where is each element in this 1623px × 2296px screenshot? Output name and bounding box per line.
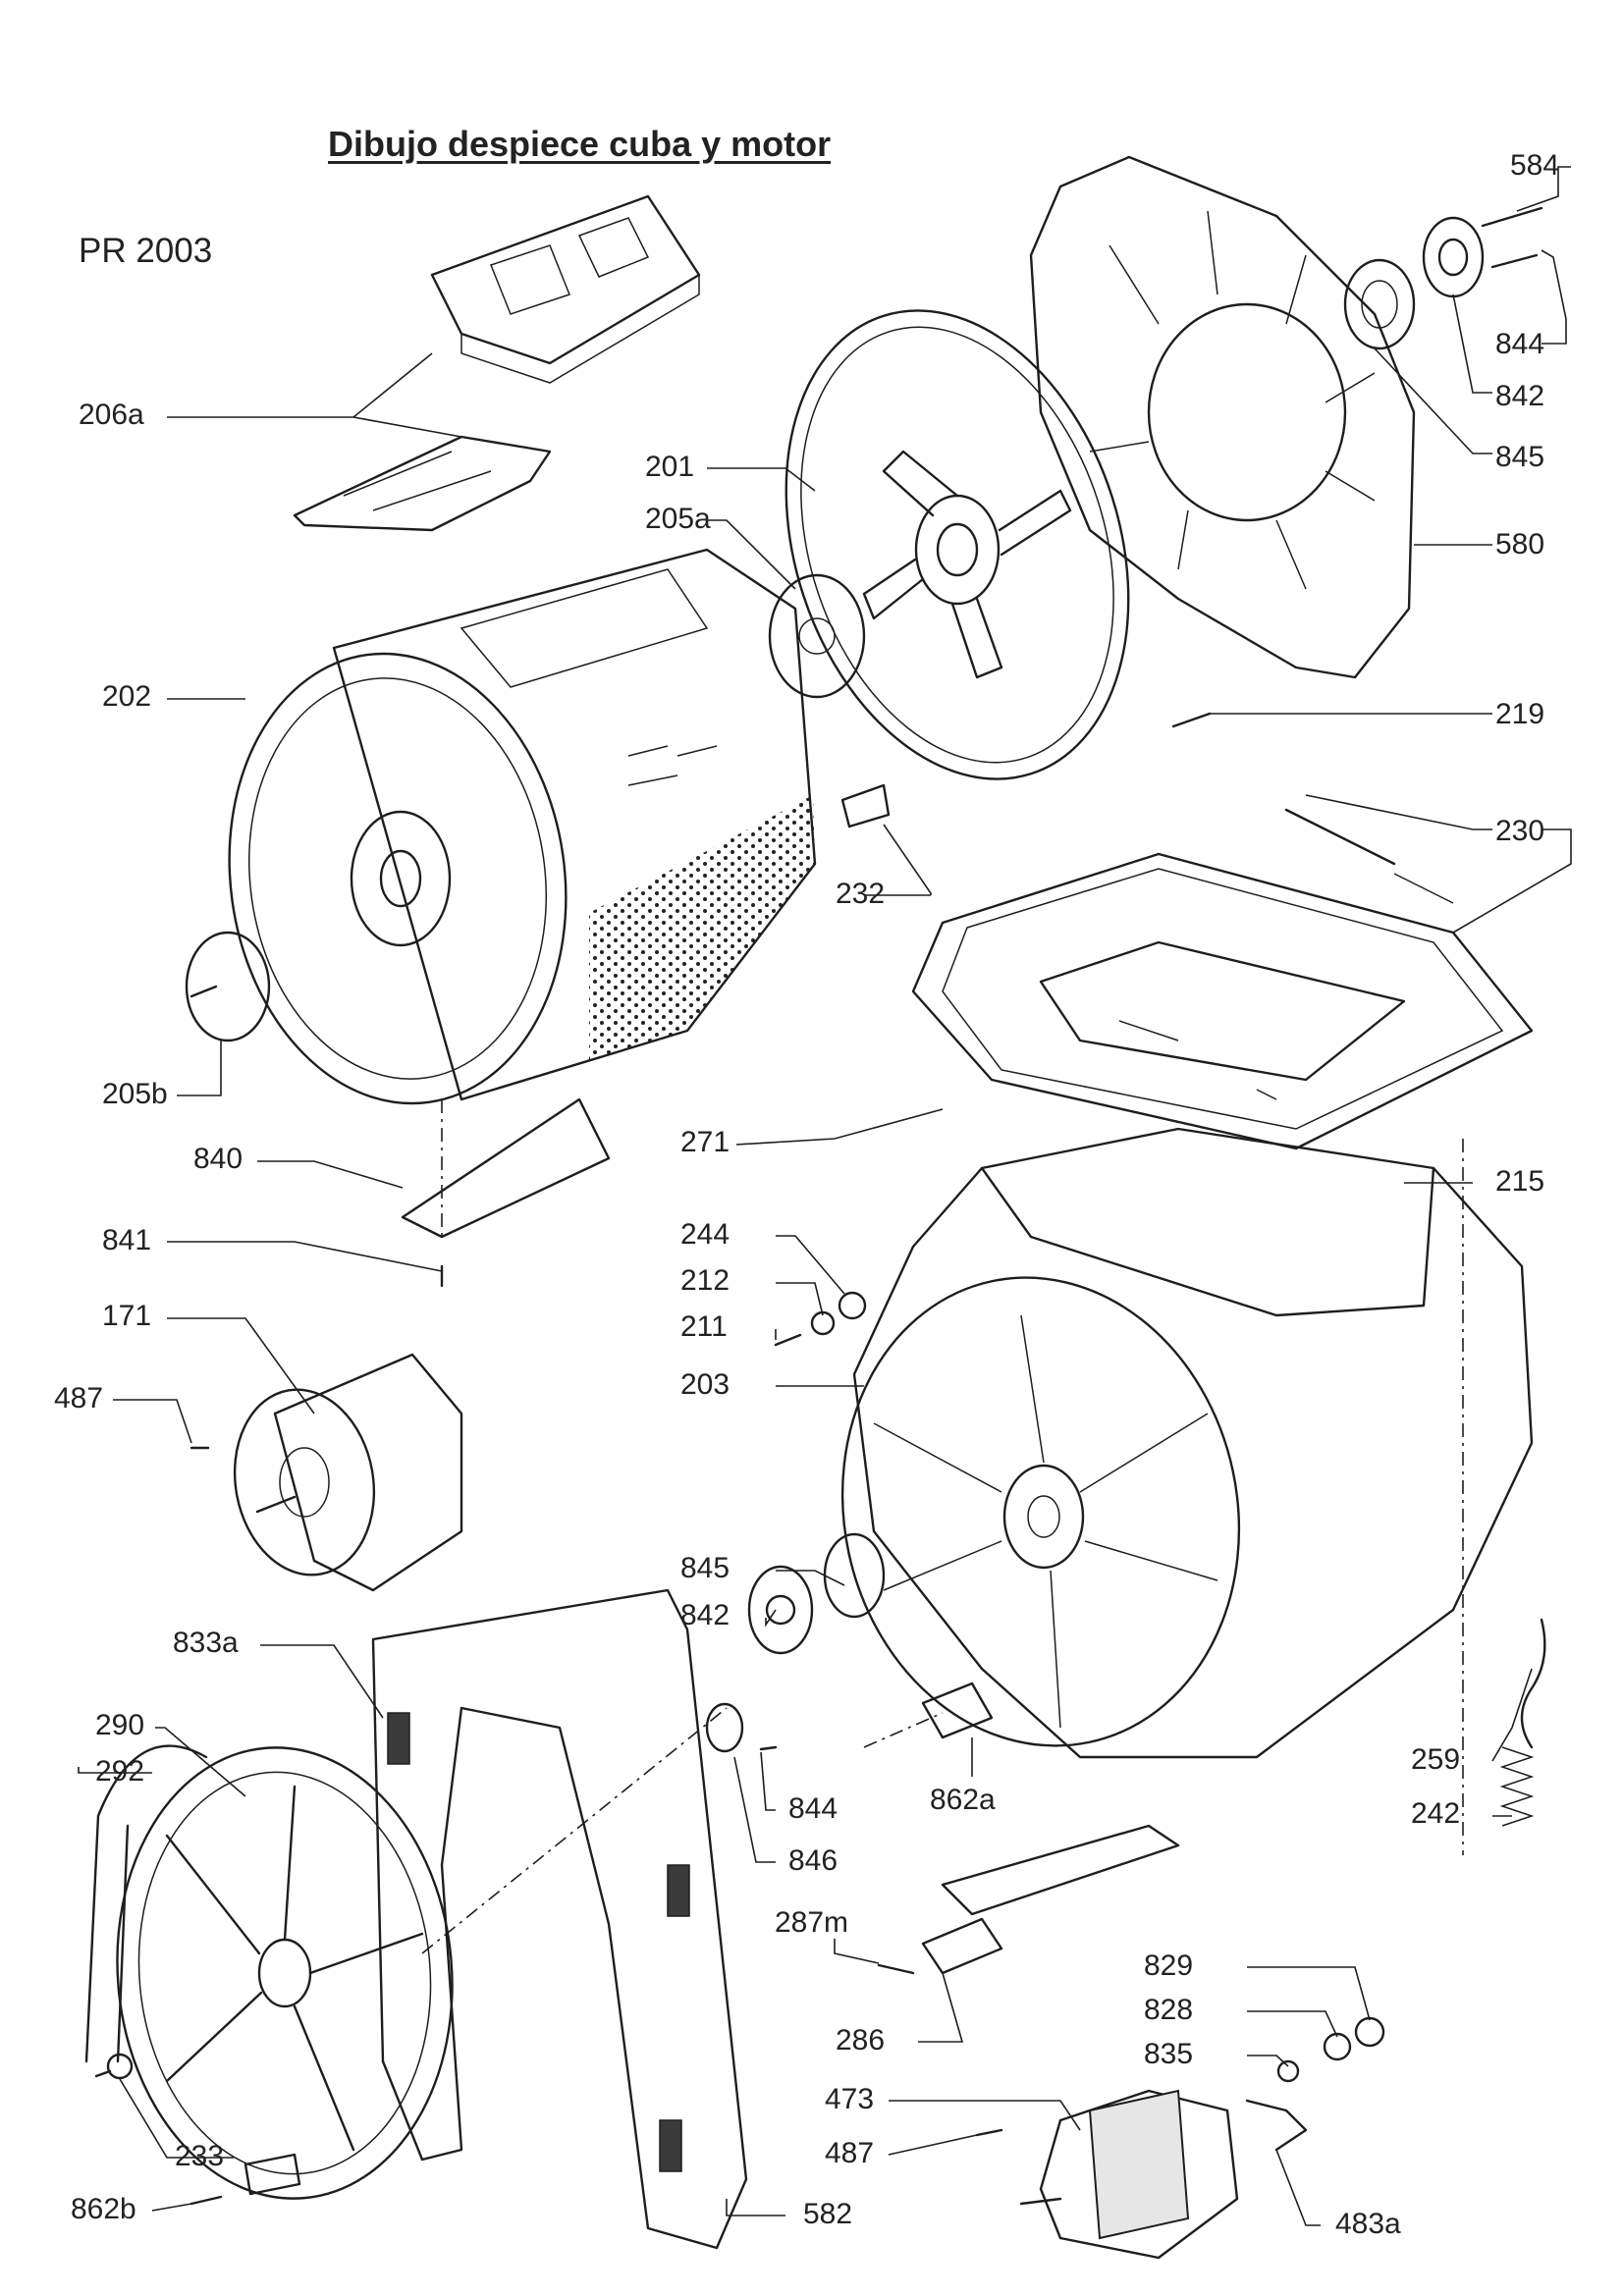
label-842-lower: 842 [680, 1599, 730, 1631]
label-287m: 287m [775, 1906, 849, 1939]
part-862a [921, 1682, 994, 1739]
label-206a: 206a [79, 399, 144, 431]
label-473: 473 [825, 2083, 875, 2115]
spring-259-242 [1499, 1618, 1546, 1827]
label-205b: 205b [102, 1078, 168, 1110]
label-219: 219 [1495, 698, 1545, 730]
label-292: 292 [95, 1755, 145, 1788]
bearing-set-lower [705, 1532, 886, 1753]
label-290: 290 [95, 1709, 145, 1741]
label-833a: 833a [173, 1627, 239, 1659]
label-242: 242 [1411, 1797, 1461, 1830]
screw-219 [1171, 712, 1212, 728]
label-201: 201 [645, 451, 695, 483]
label-835: 835 [1144, 2038, 1194, 2070]
flange-205a [768, 573, 866, 699]
label-845: 845 [1495, 441, 1545, 473]
label-244: 244 [680, 1218, 730, 1251]
label-842: 842 [1495, 380, 1545, 412]
label-844-lower: 844 [788, 1792, 839, 1825]
label-230: 230 [1495, 815, 1545, 847]
motor-171 [189, 1353, 463, 1592]
drum-back-201 [784, 309, 1130, 780]
label-582: 582 [803, 2198, 853, 2230]
label-862b: 862b [71, 2193, 136, 2225]
fasteners-233-862b [94, 2053, 301, 2206]
label-483a: 483a [1335, 2208, 1401, 2240]
label-215: 215 [1495, 1165, 1545, 1198]
label-841: 841 [102, 1224, 152, 1256]
label-846: 846 [788, 1844, 839, 1877]
fittings-829-828-835 [1276, 2016, 1385, 2083]
frame-582 [371, 1588, 748, 2250]
label-259: 259 [1411, 1743, 1461, 1776]
label-286: 286 [836, 2024, 886, 2056]
pump-473 [975, 2089, 1308, 2260]
label-487-motor: 487 [54, 1382, 104, 1415]
label-862a: 862a [930, 1784, 996, 1816]
label-205a: 205a [645, 503, 711, 535]
label-211: 211 [680, 1310, 728, 1343]
label-828: 828 [1144, 1994, 1194, 2026]
label-584: 584 [1510, 149, 1560, 182]
label-840: 840 [193, 1143, 243, 1175]
label-171: 171 [102, 1300, 152, 1332]
flange-205b [185, 931, 271, 1042]
washers-244-212-211 [774, 1291, 867, 1347]
label-233: 233 [175, 2140, 225, 2172]
diagram-title: Dibujo despiece cuba y motor [328, 124, 832, 164]
model-code: PR 2003 [79, 232, 213, 270]
spring-set-230 [1118, 808, 1454, 1100]
rear-support-580 [1029, 155, 1416, 679]
label-844: 844 [1495, 328, 1545, 360]
label-202: 202 [102, 680, 152, 713]
bearing-set-top [1343, 206, 1543, 350]
gasket-271 [911, 852, 1534, 1150]
bracket-232 [840, 783, 891, 828]
pulley-290-292 [84, 1744, 454, 2200]
tub-203-215 [840, 1127, 1534, 1759]
leader-lines [78, 166, 1572, 2226]
label-487-pump: 487 [825, 2137, 875, 2169]
label-203: 203 [680, 1368, 730, 1401]
label-271: 271 [680, 1126, 730, 1158]
label-212: 212 [680, 1264, 730, 1297]
lifter-840 [401, 1097, 611, 1239]
label-580: 580 [1495, 528, 1545, 561]
center-axes [421, 1139, 1464, 1954]
lifter-206a [293, 194, 701, 532]
label-232: 232 [836, 878, 886, 910]
heater-286 [877, 1824, 1180, 1975]
label-829: 829 [1144, 1949, 1194, 1982]
drum-202 [228, 548, 817, 1105]
label-845-lower: 845 [680, 1552, 730, 1584]
